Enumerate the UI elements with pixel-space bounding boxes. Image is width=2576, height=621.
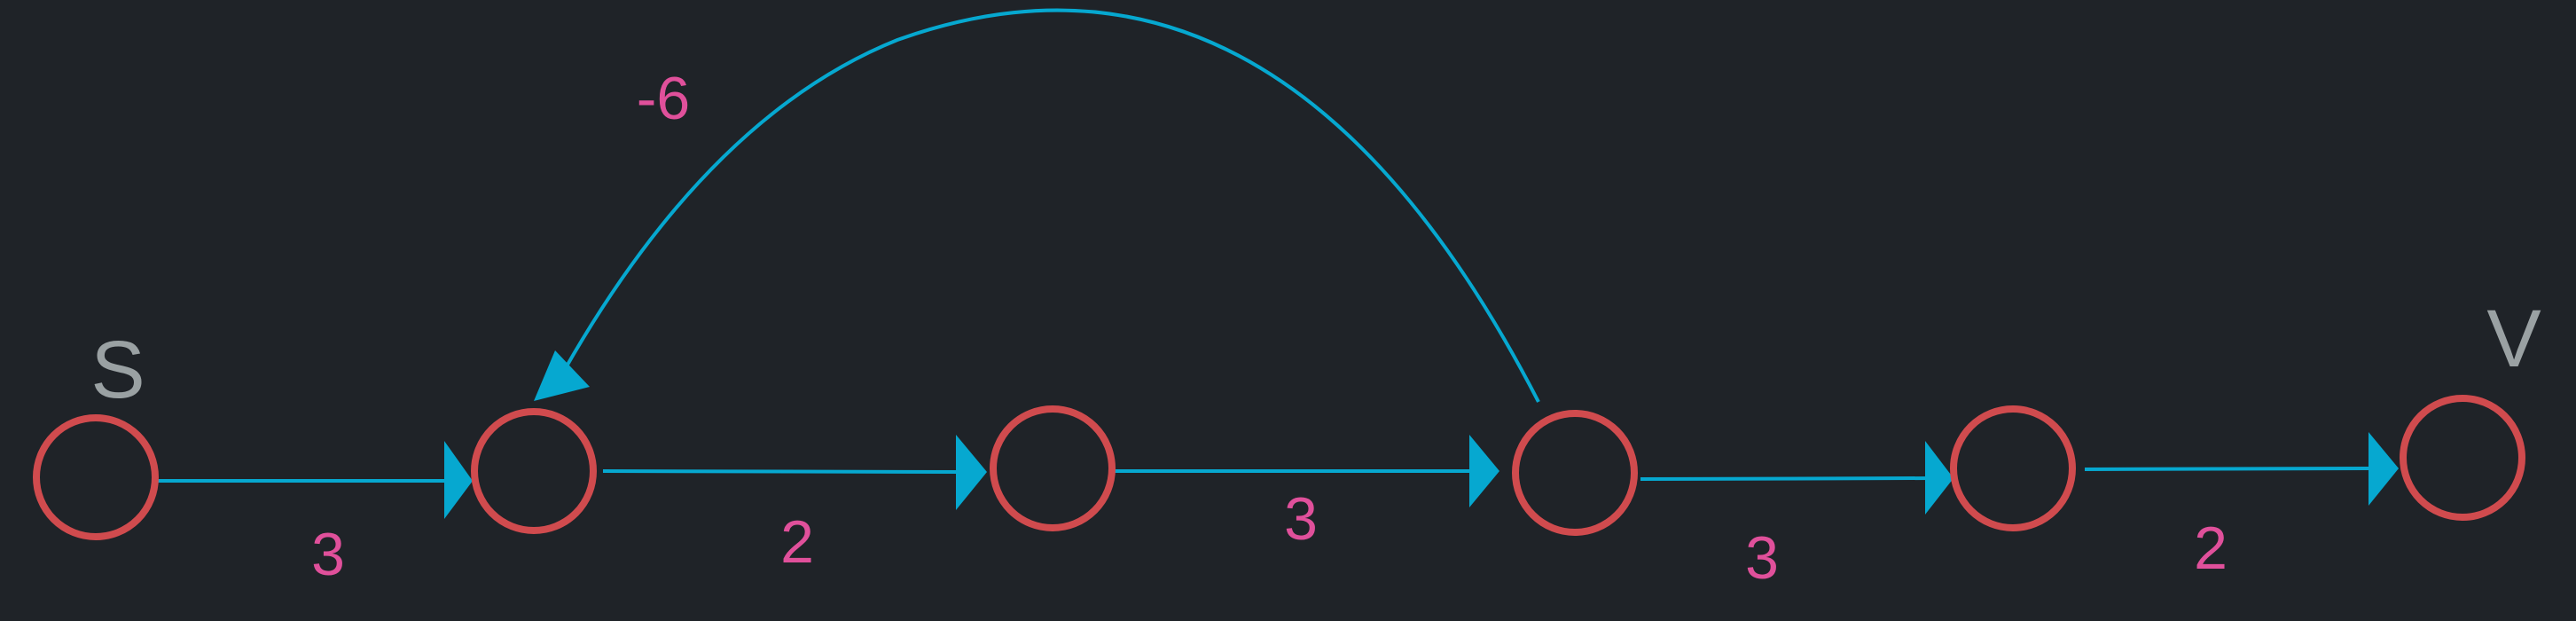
graph-node-2[interactable] [471,408,597,534]
graph-node-3[interactable] [990,405,1116,531]
node-label-v: V [2486,294,2541,384]
edges [158,8,2399,519]
edge-node-5-to-v [2084,467,2377,471]
node-labels: S V [90,294,2541,415]
nodes [33,395,2525,540]
edge-back-node-4-to-node-2 [562,8,1540,403]
edge-weight-label: 3 [1745,524,1779,592]
edge-s-to-node-2-arrowhead [444,441,473,519]
graph-node-5[interactable] [1950,405,2076,531]
edge-weight-label: 2 [780,508,814,576]
node-label-s: S [90,325,145,415]
edge-node-5-to-v-arrowhead [2369,432,2399,506]
graph-node-s[interactable] [33,414,159,540]
edge-node-4-to-node-5-arrowhead [1925,441,1954,515]
edge-node-4-arrowhead [1469,435,1499,507]
graph-node-v[interactable] [2400,395,2525,521]
edge-node-2-to-node-3-arrowhead [956,435,987,510]
edge-weight-label: 2 [2194,515,2228,582]
edge-back-arrowhead [534,350,590,401]
edge-node-4-to-node-5 [1640,476,1934,481]
edge-weight-label: 3 [1284,485,1318,553]
edge-weights: 3 2 3 3 2 -6 [311,65,2228,592]
edge-weight-label: -6 [637,65,690,132]
edge-node-2-to-node-3 [602,469,965,474]
edge-weight-label: 3 [311,521,345,588]
graph-node-4[interactable] [1512,410,1638,536]
